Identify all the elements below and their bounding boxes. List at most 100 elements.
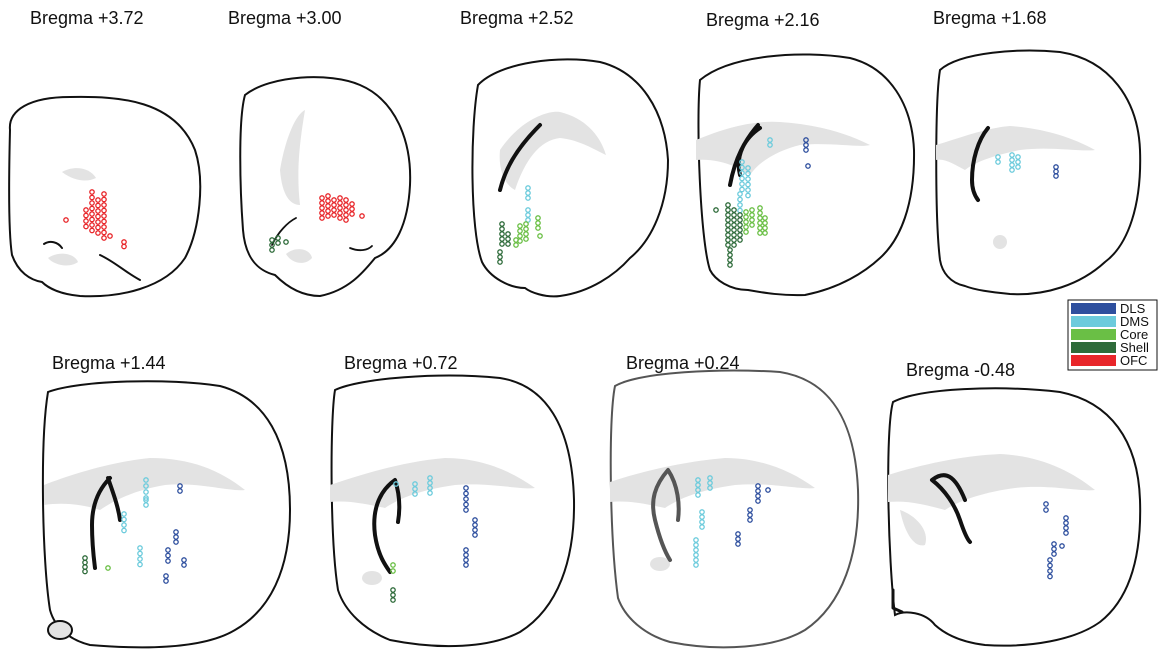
section-bregma-1-44: Bregma +1.44	[41, 353, 292, 649]
marker-ofc	[101, 202, 107, 208]
marker-dls	[1047, 573, 1053, 580]
marker-dms	[121, 527, 127, 534]
legend-label-shell: Shell	[1120, 340, 1149, 355]
white-matter-tract	[900, 510, 926, 546]
marker-dms	[137, 561, 143, 568]
marker-shell	[731, 242, 737, 248]
marker-ofc	[101, 229, 107, 236]
marker-dms	[699, 524, 705, 530]
ventricle	[930, 473, 972, 544]
marker-ofc	[89, 227, 95, 234]
marker-cluster	[713, 137, 811, 268]
marker-shell	[275, 240, 281, 246]
brain-outline	[935, 49, 1142, 296]
marker-core	[537, 233, 543, 239]
section-bregma-0-24: Bregma +0.24	[609, 353, 860, 649]
marker-dms	[737, 202, 743, 208]
marker-dms	[121, 516, 127, 523]
marker-dms	[767, 142, 773, 148]
marker-dms	[137, 545, 143, 551]
marker-shell	[737, 237, 743, 243]
marker-dms	[143, 477, 149, 483]
marker-ofc	[349, 211, 355, 217]
marker-cluster	[390, 475, 478, 603]
marker-dls	[165, 552, 171, 559]
marker-dms	[745, 181, 751, 188]
anterior-commissure	[47, 620, 73, 640]
marker-dls	[735, 541, 741, 547]
marker-ofc	[331, 212, 337, 218]
marker-ofc	[95, 230, 101, 236]
marker-dls	[165, 547, 171, 553]
section-label: Bregma +0.72	[344, 353, 458, 373]
marker-dms	[745, 176, 751, 182]
marker-dls	[755, 498, 761, 504]
marker-dms	[143, 489, 149, 495]
marker-dls	[1059, 543, 1065, 549]
marker-dls	[1047, 568, 1053, 574]
marker-shell	[269, 247, 275, 253]
marker-dms	[739, 170, 745, 176]
legend-label-dms: DMS	[1120, 314, 1149, 329]
marker-dls	[177, 488, 183, 494]
marker-ofc	[89, 222, 95, 228]
marker-ofc	[89, 200, 95, 206]
marker-ofc	[101, 207, 107, 214]
marker-dms	[995, 159, 1001, 165]
anterior-commissure	[650, 557, 670, 571]
legend-swatch-dms	[1071, 316, 1116, 327]
marker-ofc	[319, 215, 325, 221]
marker-ofc	[95, 213, 101, 220]
marker-ofc	[95, 219, 101, 225]
marker-dms	[739, 175, 745, 182]
section-bregma-3-72: Bregma +3.72	[8, 8, 202, 298]
marker-dms	[137, 556, 143, 562]
ventricle	[372, 478, 402, 574]
marker-dms	[427, 490, 433, 496]
marker-dls	[1043, 501, 1049, 507]
marker-ofc	[83, 223, 89, 230]
white-matter-tract	[62, 168, 96, 181]
white-matter-tract	[286, 249, 312, 263]
ventricle	[90, 476, 122, 570]
marker-dms	[525, 195, 531, 201]
ventricle	[728, 123, 762, 187]
marker-ofc	[95, 202, 101, 209]
section-label: Bregma +2.52	[460, 8, 574, 28]
marker-dms	[693, 562, 699, 568]
section-bregma-2-52: Bregma +2.52	[460, 8, 670, 298]
brain-outline	[887, 387, 1142, 647]
marker-dms	[745, 165, 751, 171]
marker-core	[743, 229, 749, 235]
marker-dms	[739, 186, 745, 193]
marker-dms	[745, 192, 751, 199]
marker-dms	[739, 164, 745, 171]
marker-core	[513, 242, 519, 248]
section-label: Bregma +2.16	[706, 10, 820, 30]
marker-dls	[165, 558, 171, 564]
anterior-commissure	[993, 235, 1007, 249]
marker-dms	[1009, 167, 1015, 173]
marker-core	[105, 565, 111, 571]
ventricle	[651, 468, 681, 562]
marker-cluster	[995, 152, 1059, 179]
marker-shell	[727, 262, 733, 268]
marker-cluster	[693, 475, 771, 568]
legend-swatch-ofc	[1071, 355, 1116, 366]
legend-swatch-shell	[1071, 342, 1116, 353]
white-matter-tract	[499, 111, 606, 190]
marker-shell	[499, 241, 505, 247]
marker-ofc	[101, 196, 107, 203]
section-bregma-0-72: Bregma +0.72	[330, 353, 576, 648]
marker-dms	[143, 483, 149, 489]
marker-dls	[1047, 557, 1053, 563]
legend-swatch-dls	[1071, 303, 1116, 314]
legend-swatch-core	[1071, 329, 1116, 340]
marker-dls	[805, 163, 811, 169]
brain-outline	[239, 76, 412, 298]
marker-ofc	[89, 189, 95, 195]
marker-ofc	[337, 215, 343, 221]
section-label: Bregma +3.00	[228, 8, 342, 28]
marker-ofc	[95, 224, 101, 231]
marker-dls	[463, 490, 469, 497]
